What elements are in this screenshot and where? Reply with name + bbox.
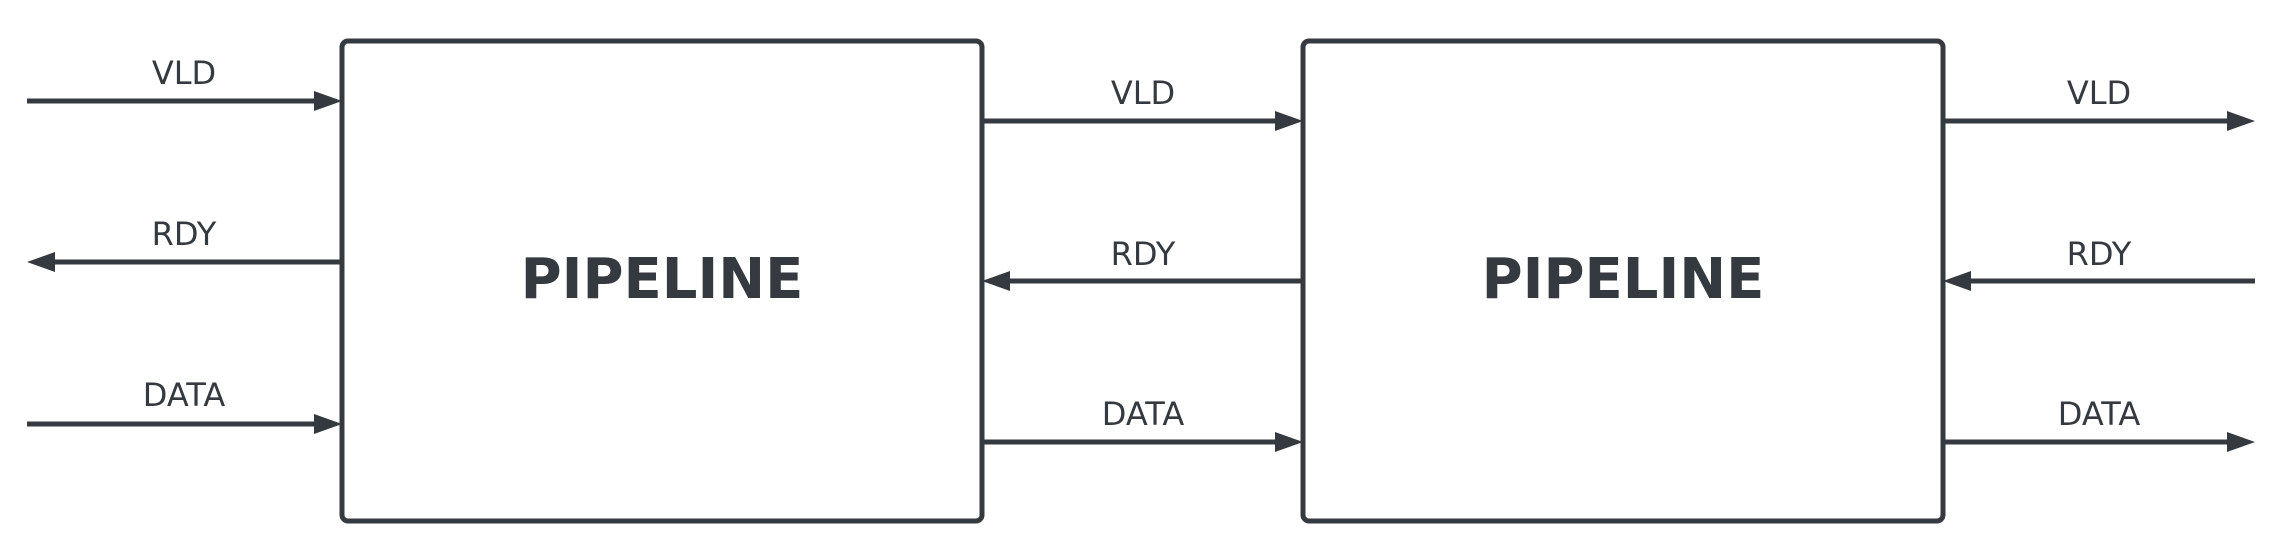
pipeline-block-2-label: PIPELINE <box>1482 247 1765 312</box>
middle-data-signal[interactable]: DATA <box>982 395 1303 452</box>
pipeline-block-2[interactable]: PIPELINE <box>1300 38 1946 524</box>
middle-rdy-label: RDY <box>1111 235 1176 273</box>
middle-data-arrowhead <box>1275 432 1303 452</box>
output-rdy-label: RDY <box>2067 235 2132 273</box>
input-vld-arrowhead <box>314 91 342 111</box>
input-rdy-arrowhead <box>27 252 55 272</box>
middle-vld-arrowhead <box>1275 111 1303 131</box>
output-vld-label: VLD <box>2067 74 2131 112</box>
input-data-arrowhead <box>314 414 342 434</box>
middle-rdy-signal[interactable]: RDY <box>982 235 1303 291</box>
input-vld-label: VLD <box>152 54 216 92</box>
input-data-signal[interactable]: DATA <box>27 376 342 434</box>
output-rdy-arrowhead <box>1943 271 1971 291</box>
input-rdy-signal[interactable]: RDY <box>27 215 342 272</box>
input-rdy-label: RDY <box>152 215 217 253</box>
input-vld-signal[interactable]: VLD <box>27 54 342 111</box>
output-data-signal[interactable]: DATA <box>1943 395 2255 452</box>
output-vld-arrowhead <box>2227 111 2255 131</box>
input-data-label: DATA <box>143 376 226 414</box>
pipeline-block-1[interactable]: PIPELINE <box>339 38 985 524</box>
output-rdy-signal[interactable]: RDY <box>1943 235 2255 291</box>
pipeline-block-1-label: PIPELINE <box>521 247 804 312</box>
output-data-arrowhead <box>2227 432 2255 452</box>
middle-vld-signal[interactable]: VLD <box>982 74 1303 131</box>
middle-vld-label: VLD <box>1111 74 1175 112</box>
output-data-label: DATA <box>2058 395 2141 433</box>
middle-rdy-arrowhead <box>982 271 1010 291</box>
middle-data-label: DATA <box>1102 395 1185 433</box>
output-vld-signal[interactable]: VLD <box>1943 74 2255 131</box>
